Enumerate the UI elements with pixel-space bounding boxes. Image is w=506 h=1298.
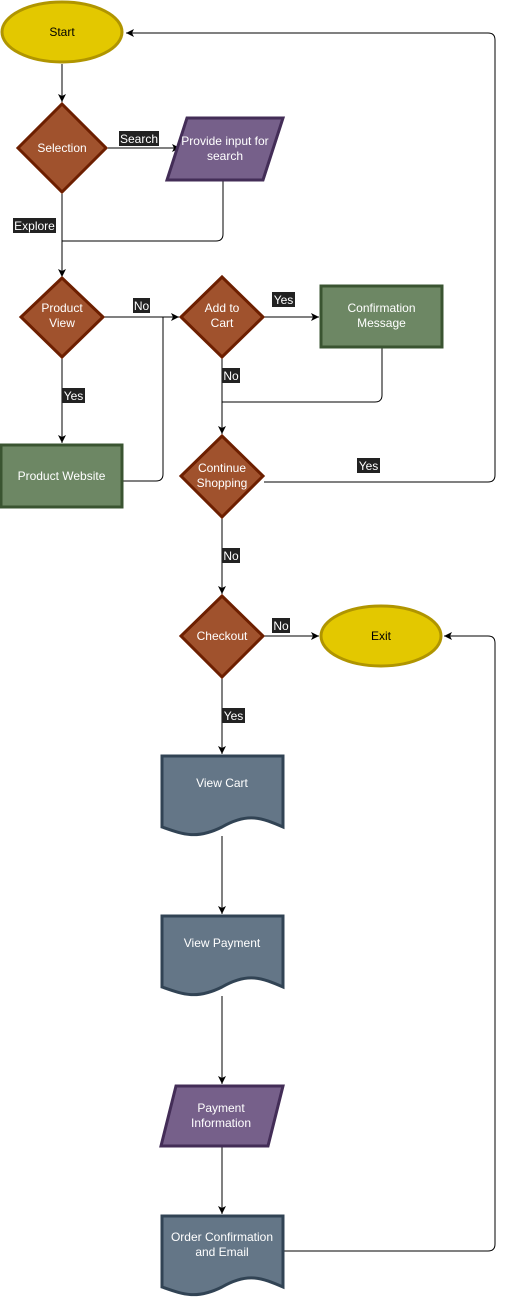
svg-text:Message: Message [357,316,406,330]
edge-label-continue-no: No [222,548,240,563]
svg-text:View Cart: View Cart [196,776,248,790]
svg-text:View: View [49,316,75,330]
selection-decision: Selection [15,101,109,195]
svg-text:Yes: Yes [274,293,294,307]
order-confirmation-document: Order Confirmation and Email [160,1214,285,1297]
svg-text:Yes: Yes [64,389,84,403]
svg-text:Product Website: Product Website [18,469,106,483]
svg-text:Provide input for: Provide input for [181,134,268,148]
checkout-decision: Checkout [178,593,266,680]
edge-order-exit [284,632,496,1252]
svg-text:search: search [207,149,243,163]
edge-website-addtocart [123,317,164,482]
svg-text:Continue: Continue [198,461,246,475]
svg-text:No: No [223,549,239,563]
svg-text:Confirmation: Confirmation [347,301,415,315]
svg-text:Shopping: Shopping [197,476,248,490]
edge-label-productview-yes: Yes [62,388,85,403]
edge-search-return [62,180,224,242]
edge-confirmation-return [222,348,383,403]
payment-information-io: Payment Information [159,1084,285,1148]
svg-text:No: No [273,619,289,633]
edge-label-checkout-no: No [272,618,290,633]
start-terminal: Start [0,0,124,64]
svg-text:Exit: Exit [371,629,392,643]
svg-text:View Payment: View Payment [184,936,261,950]
provide-input-io: Provide input for search [164,116,286,182]
svg-text:Add to: Add to [205,301,240,315]
svg-text:No: No [223,369,239,383]
add-to-cart-decision: Add to Cart [178,274,266,360]
svg-text:Yes: Yes [359,459,379,473]
svg-text:No: No [134,299,150,313]
svg-text:Order Confirmation: Order Confirmation [171,1230,273,1244]
svg-text:Start: Start [49,25,75,39]
confirmation-message-process: Confirmation Message [319,284,444,349]
svg-text:Information: Information [191,1116,251,1130]
svg-text:Selection: Selection [37,141,86,155]
exit-terminal: Exit [319,604,443,668]
edge-label-continue-yes: Yes [357,458,380,473]
svg-text:Cart: Cart [211,316,234,330]
edge-label-productview-no: No [133,298,150,313]
svg-text:Checkout: Checkout [197,629,248,643]
view-cart-document: View Cart [160,754,285,837]
svg-text:Product: Product [41,301,83,315]
svg-text:Search: Search [120,132,158,146]
svg-text:and Email: and Email [195,1245,248,1259]
edge-label-addtocart-no: No [222,368,240,383]
continue-shopping-decision: Continue Shopping [178,433,266,520]
edge-label-search: Search [119,131,159,146]
edge-label-checkout-yes: Yes [222,708,245,723]
svg-text:Yes: Yes [224,709,244,723]
product-website-process: Product Website [0,443,124,509]
edge-label-addtocart-yes: Yes [272,292,295,307]
product-view-decision: Product View [18,275,106,360]
svg-text:Payment: Payment [197,1101,245,1115]
view-payment-document: View Payment [160,914,285,997]
svg-text:Explore: Explore [14,219,55,233]
edge-continue-start [126,29,496,483]
edge-label-explore: Explore [13,218,56,233]
